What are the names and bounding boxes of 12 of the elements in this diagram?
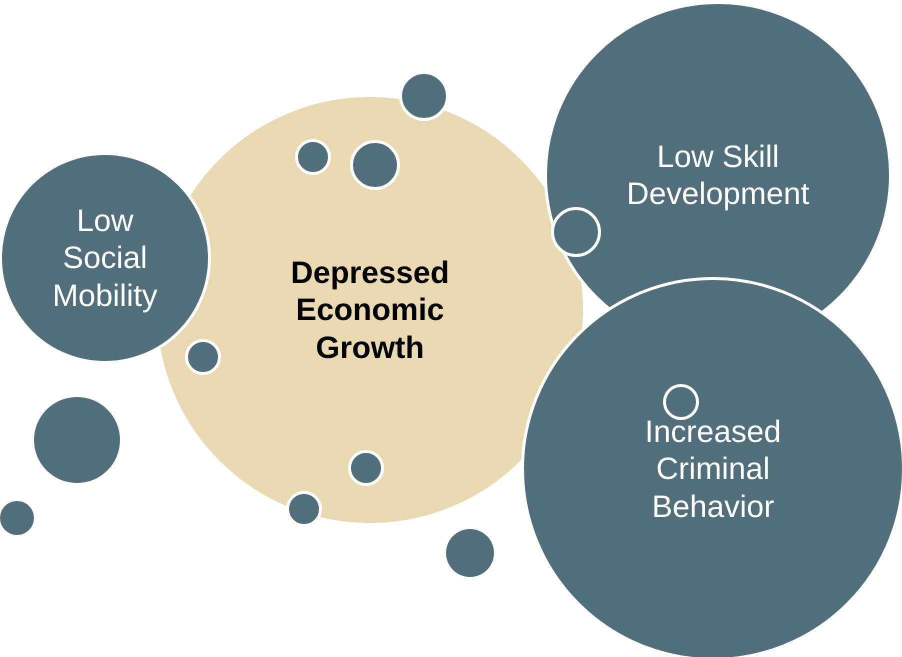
- decorative-circle: [185, 339, 221, 375]
- bubble-label: Low Skill Development: [626, 138, 810, 212]
- decorative-circle: [295, 139, 331, 175]
- bubble-label: Low Social Mobility: [51, 202, 159, 314]
- decorative-circle: [446, 529, 494, 577]
- decorative-circle: [551, 207, 601, 257]
- bubble-label: Depressed Economic Growth: [290, 254, 450, 366]
- bubble-label: Increased Criminal Behavior: [644, 413, 782, 525]
- decorative-circle: [350, 140, 400, 190]
- decorative-circle: [0, 501, 34, 535]
- decorative-circle: [663, 384, 699, 420]
- decorative-circle: [348, 450, 384, 486]
